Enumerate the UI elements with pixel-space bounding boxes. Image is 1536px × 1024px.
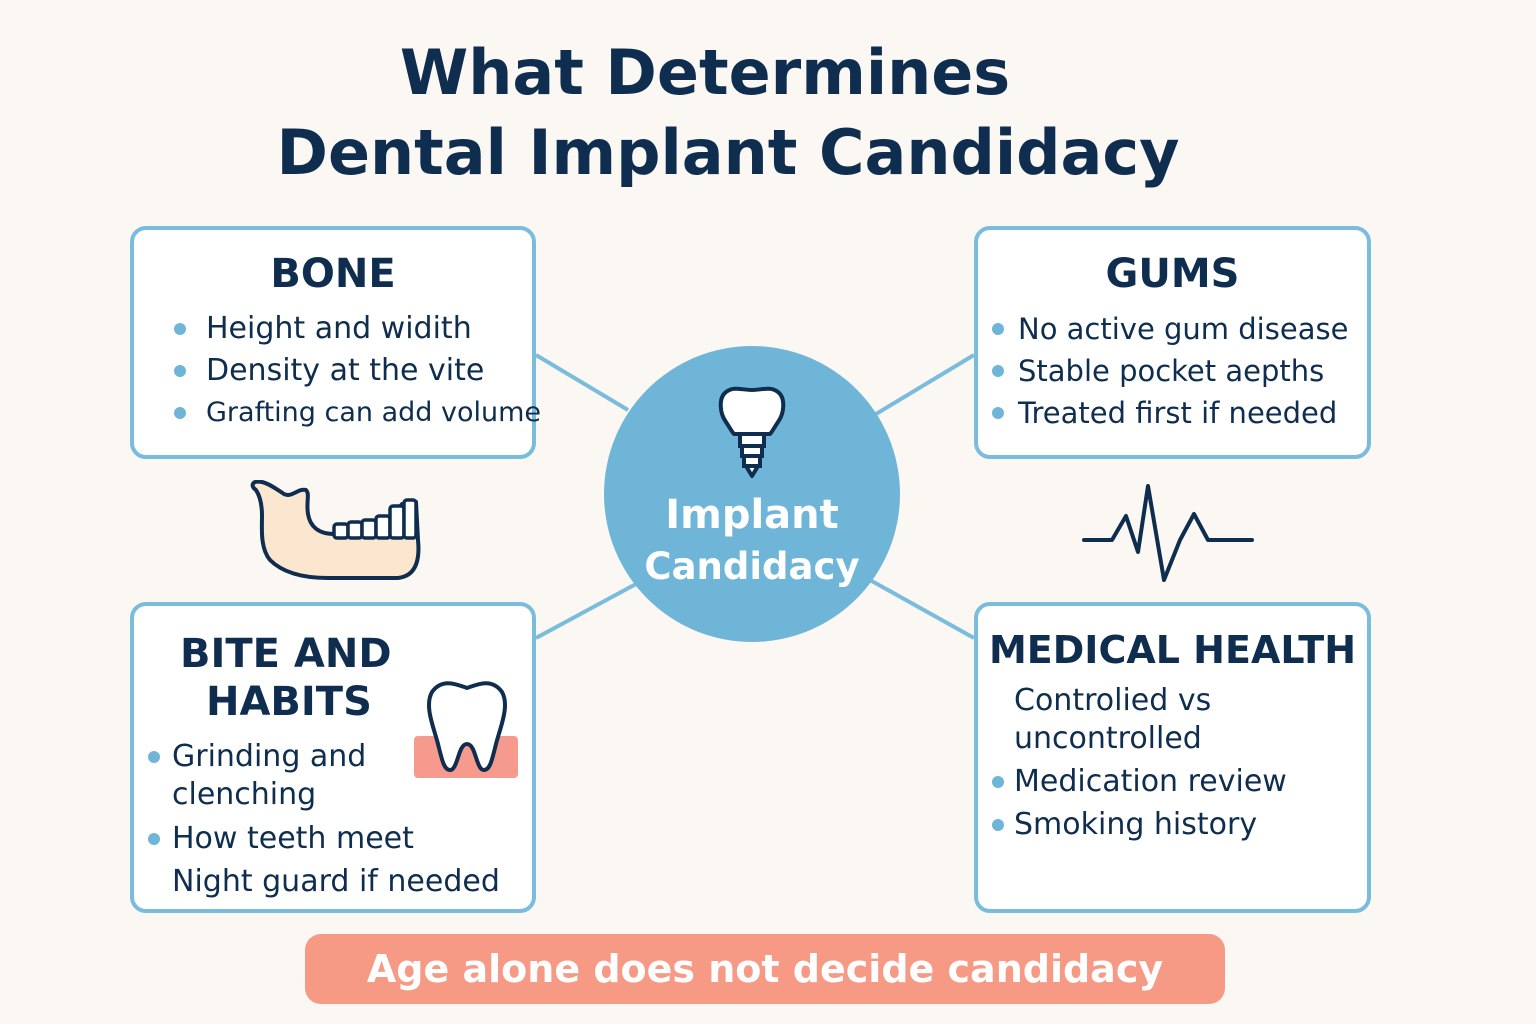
- bullet-dot: [174, 407, 186, 419]
- medical-health-card: MEDICAL HEALTH Controlied vs uncontrolle…: [974, 602, 1371, 913]
- bone-item: Height and widith: [174, 308, 472, 350]
- bite-item: Grinding and: [148, 736, 366, 778]
- connector-bone: [534, 353, 630, 412]
- bite-item-continued: clenching: [172, 777, 317, 812]
- bullet-dot: [992, 776, 1004, 788]
- bullet-dot: [992, 323, 1004, 335]
- bite-item: How teeth meet: [148, 818, 414, 860]
- bullet-dot: [174, 365, 186, 377]
- gums-item: Treated first if needed: [992, 392, 1337, 434]
- hub-label-line-1: Implant: [665, 492, 839, 538]
- bullet-dot: [148, 833, 160, 845]
- gums-card: GUMS No active gum disease Stable pocket…: [974, 226, 1371, 459]
- age-note-banner: Age alone does not decide candidacy: [305, 934, 1225, 1004]
- bullet-dot: [992, 407, 1004, 419]
- page-title-line-2: Dental Implant Candidacy: [276, 116, 1180, 189]
- hub-label-line-2: Candidacy: [644, 545, 860, 588]
- bite-item: Night guard if needed: [172, 864, 500, 899]
- gums-item: Stable pocket aepths: [992, 350, 1324, 392]
- gums-card-title: GUMS: [1105, 251, 1240, 297]
- connector-gums: [874, 353, 976, 416]
- bone-item: Density at the vite: [174, 350, 484, 392]
- gums-item: No active gum disease: [992, 308, 1348, 350]
- heartbeat-icon: [1082, 484, 1254, 582]
- bullet-dot: [992, 819, 1004, 831]
- medical-item: Smoking history: [992, 804, 1257, 846]
- bite-card-title-line-1: BITE AND: [180, 631, 392, 677]
- jawbone-icon: [250, 480, 421, 580]
- connector-medical: [869, 578, 975, 640]
- bullet-dot: [174, 323, 186, 335]
- medical-item: Medication review: [992, 761, 1287, 803]
- bone-card: BONE Height and widith Density at the vi…: [130, 226, 541, 459]
- implant-candidacy-hub: Implant Candidacy: [604, 346, 900, 642]
- bone-card-title: BONE: [270, 251, 396, 297]
- bullet-dot: [992, 365, 1004, 377]
- bone-item: Grafting can add volume: [174, 392, 541, 434]
- medical-item-continued: uncontrolled: [1014, 721, 1202, 756]
- medical-item: Controlied vs: [1014, 683, 1212, 718]
- page-title-line-1: What Determines: [399, 36, 1011, 109]
- medical-card-title: MEDICAL HEALTH: [988, 628, 1356, 672]
- bullet-dot: [148, 751, 160, 763]
- bite-habits-card: BITE AND HABITS Grinding and clenching H…: [130, 602, 536, 913]
- bite-card-title-line-2: HABITS: [206, 679, 372, 725]
- dental-implant-icon: [718, 386, 786, 478]
- tooth-gum-icon: [414, 681, 518, 778]
- connector-bite: [535, 582, 637, 640]
